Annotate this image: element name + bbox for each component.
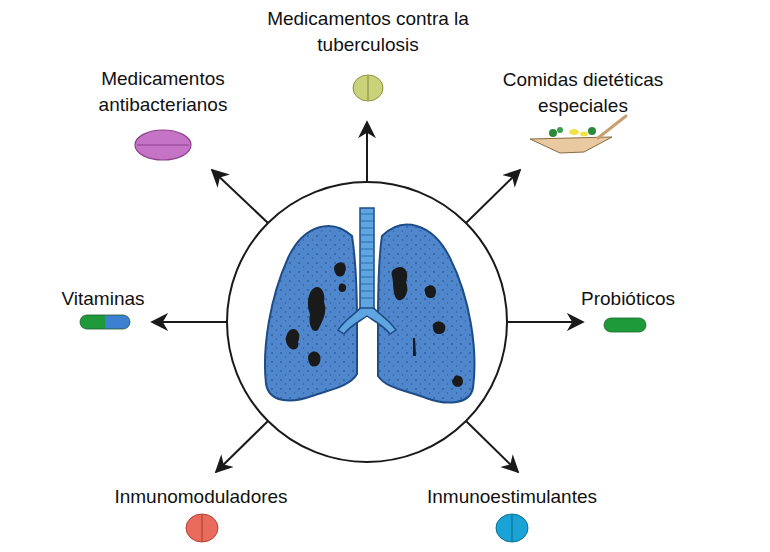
immunomodulator-pill <box>186 514 218 542</box>
treatment-label: Medicamentos antibacterianos <box>97 66 230 118</box>
treatment-label: Medicamentos contra la tuberculosis <box>265 6 471 58</box>
treatment-label: Inmunoestimulantes <box>425 484 600 510</box>
probiotic-capsule <box>604 318 646 332</box>
treatment-label: Vitaminas <box>59 286 147 312</box>
antibacterial-pill <box>135 130 191 160</box>
lungs-illustration <box>265 208 474 403</box>
center-circle <box>227 182 507 462</box>
treatment-label: Inmunomoduladores <box>112 484 290 510</box>
vitamin-capsule <box>80 315 130 329</box>
tb-pill <box>353 75 383 101</box>
arrows <box>152 122 583 472</box>
treatment-label: Comidas dietéticas especiales <box>501 67 666 119</box>
diet-bowl <box>530 116 626 153</box>
pill-icons <box>80 75 646 542</box>
treatment-label: Probióticos <box>579 286 677 312</box>
immunostimulant-pill <box>496 514 528 542</box>
